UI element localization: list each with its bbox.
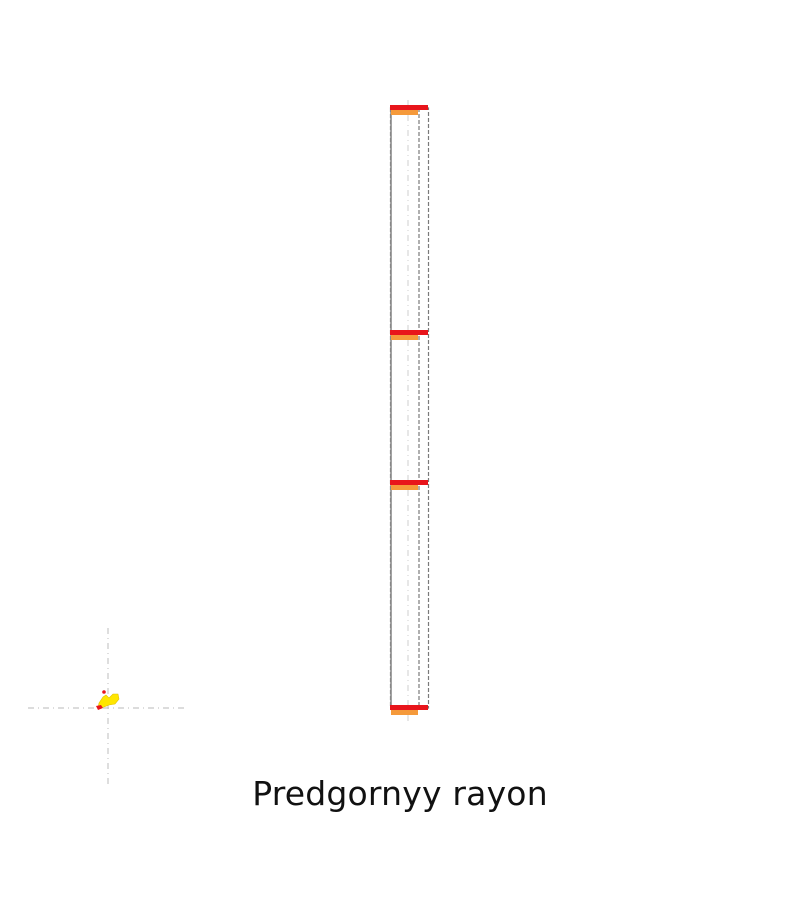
district-boundary-outer [389, 107, 430, 709]
highlight-segment-bottom [390, 705, 428, 715]
locator-inset [28, 628, 188, 788]
district-map [389, 100, 430, 722]
locator-region-marker [97, 693, 120, 709]
locator-highlight-mark [96, 705, 103, 710]
highlight-segment-lower-middle [390, 480, 428, 490]
highlight-segment-top [390, 105, 428, 115]
locator-point [102, 690, 106, 694]
map-title: Predgornyy rayon [252, 774, 548, 813]
highlight-segment-upper-middle [390, 330, 428, 340]
